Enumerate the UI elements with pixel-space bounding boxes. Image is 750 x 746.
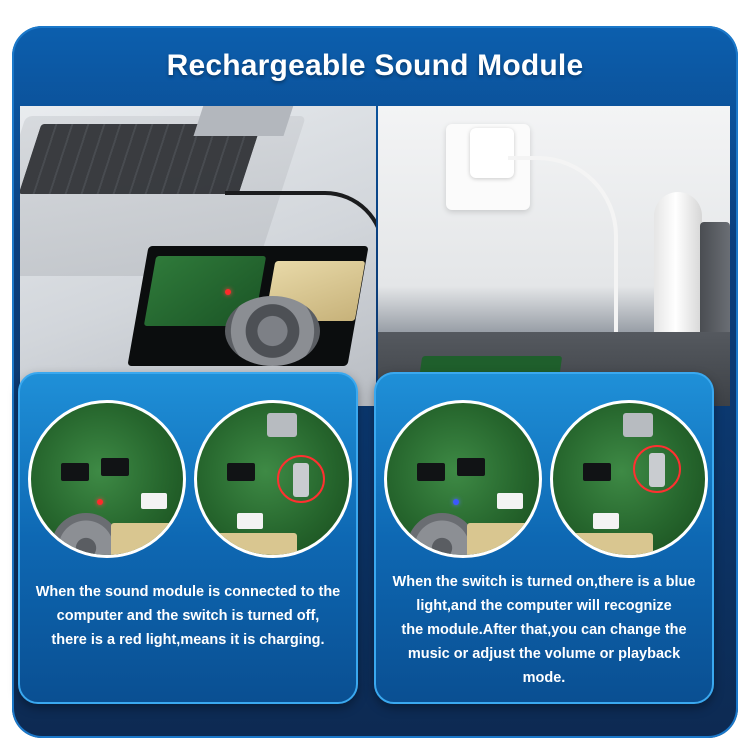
- info-card-charging: When the sound module is connected to th…: [18, 372, 358, 704]
- battery-image: [467, 523, 539, 555]
- photo-wall-charger: [378, 106, 730, 406]
- card-description: When the sound module is connected to th…: [30, 580, 346, 652]
- usb-port: [267, 413, 297, 437]
- connector: [593, 513, 619, 529]
- battery-image: [573, 533, 653, 555]
- speaker-image: [225, 296, 320, 366]
- chip: [457, 458, 485, 476]
- white-vase-image: [654, 192, 702, 342]
- blue-led-icon: [453, 499, 459, 505]
- laptop-screen: [193, 106, 297, 136]
- connector: [497, 493, 523, 509]
- usb-port: [623, 413, 653, 437]
- chip: [583, 463, 611, 481]
- card-description: When the switch is turned on,there is a …: [386, 570, 702, 690]
- dark-vase-image: [700, 222, 730, 342]
- closeup-led-image: [28, 400, 186, 558]
- card-line: there is a red light,means it is chargin…: [51, 632, 325, 648]
- highlight-ring: [633, 445, 681, 493]
- red-led-icon: [225, 289, 231, 295]
- chip: [101, 458, 129, 476]
- usb-charger-image: [470, 128, 514, 178]
- connector: [141, 493, 167, 509]
- info-card-recognize: When the switch is turned on,there is a …: [374, 372, 714, 704]
- closeup-led-image: [384, 400, 542, 558]
- connector: [237, 513, 263, 529]
- chip: [61, 463, 89, 481]
- card-line: computer and the switch is turned off,: [56, 608, 320, 624]
- usb-cable: [225, 191, 376, 321]
- red-led-icon: [97, 499, 103, 505]
- closeup-switch-image: [194, 400, 352, 558]
- chip: [227, 463, 255, 481]
- card-line: When the sound module is connected to th…: [35, 584, 341, 600]
- title-bar: Rechargeable Sound Module: [12, 26, 738, 106]
- card-line: music or adjust the volume or playback m…: [407, 646, 681, 686]
- card-line: the module.After that,you can change the: [401, 622, 687, 638]
- battery-image: [217, 533, 297, 555]
- battery-image: [111, 523, 183, 555]
- highlight-ring: [277, 455, 325, 503]
- card-line: When the switch is turned on,there is a …: [392, 574, 696, 590]
- photo-laptop-charging: [20, 106, 376, 406]
- card-line: light,and the computer will recognize: [416, 598, 672, 614]
- page-title: Rechargeable Sound Module: [166, 49, 584, 82]
- chip: [417, 463, 445, 481]
- closeup-switch-image: [550, 400, 708, 558]
